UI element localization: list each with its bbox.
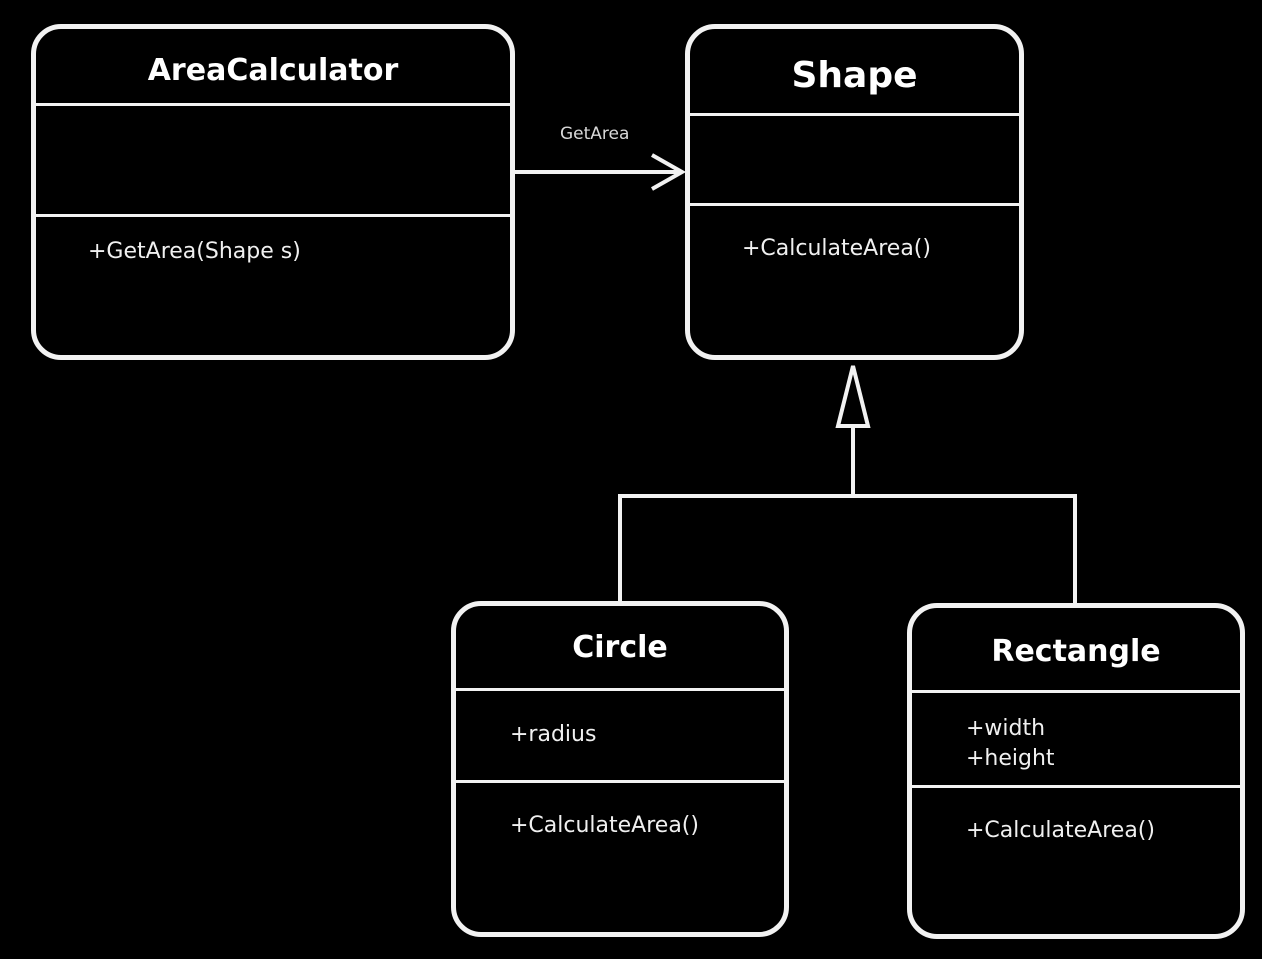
divider	[690, 203, 1019, 206]
divider	[36, 214, 510, 217]
attribute: +width	[966, 716, 1046, 741]
divider	[912, 690, 1240, 693]
divider	[912, 785, 1240, 788]
class-title: Circle	[572, 630, 668, 665]
attribute: +radius	[510, 722, 597, 747]
class-circle: Circle +radius +CalculateArea()	[451, 601, 789, 937]
class-rectangle: Rectangle +width +height +CalculateArea(…	[907, 603, 1245, 939]
class-shape: Shape +CalculateArea()	[685, 24, 1024, 360]
operation: +GetArea(Shape s)	[88, 239, 301, 264]
class-title: AreaCalculator	[147, 53, 399, 88]
class-areacalculator: AreaCalculator +GetArea(Shape s)	[31, 24, 515, 360]
operation: +CalculateArea()	[966, 818, 1155, 843]
divider	[456, 688, 784, 691]
class-title: Rectangle	[991, 634, 1161, 669]
divider	[456, 780, 784, 783]
operation: +CalculateArea()	[510, 813, 699, 838]
divider	[36, 103, 510, 106]
divider	[690, 113, 1019, 116]
generalization-triangle	[835, 365, 871, 428]
generalization-branches	[618, 494, 1077, 607]
class-title: Shape	[791, 55, 918, 96]
association-label: GetArea	[560, 124, 630, 144]
attribute: +height	[966, 746, 1055, 771]
association-arrowhead	[651, 153, 687, 191]
operation: +CalculateArea()	[742, 236, 931, 261]
